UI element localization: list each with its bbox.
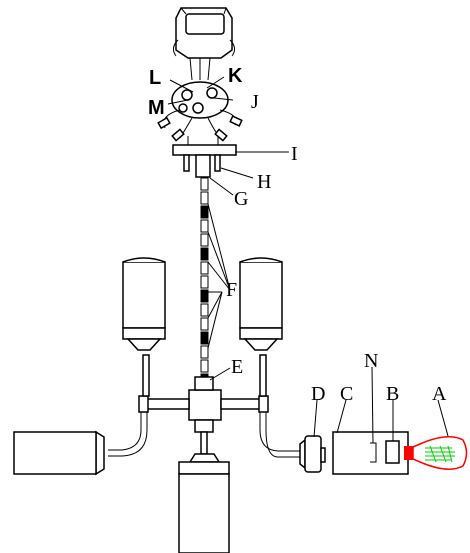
shade-lower-right xyxy=(259,412,409,475)
label-f: F xyxy=(226,279,237,301)
shade-upper-left xyxy=(122,257,166,351)
shade-upper-right xyxy=(239,257,283,351)
chain-link xyxy=(200,275,209,289)
leader-lines xyxy=(167,76,449,444)
label-i: I xyxy=(291,143,298,165)
shade-bottom xyxy=(178,453,230,553)
chain-link xyxy=(200,345,209,359)
chain-links xyxy=(200,177,209,387)
label-c: C xyxy=(340,383,353,405)
label-h: H xyxy=(257,171,271,193)
chain-link xyxy=(200,177,209,191)
label-n: N xyxy=(364,350,378,372)
chain-link xyxy=(200,219,209,233)
label-a: A xyxy=(432,383,447,405)
chain-link xyxy=(200,289,209,303)
label-m: M xyxy=(148,97,165,119)
chain-link xyxy=(200,205,209,219)
wire-connectors xyxy=(157,81,243,142)
chain-link xyxy=(200,191,209,205)
callout-labels: A B C D E F G H I J K L M N xyxy=(148,65,447,405)
shade-lower-left xyxy=(13,412,148,476)
chain-link xyxy=(200,359,209,373)
label-d: D xyxy=(311,383,325,405)
chain-link xyxy=(200,261,209,275)
chain-link xyxy=(200,247,209,261)
light-bulb xyxy=(404,436,468,470)
label-e: E xyxy=(231,356,243,378)
label-k: K xyxy=(228,65,243,87)
label-j: J xyxy=(251,91,259,113)
mounting-crossbar xyxy=(172,136,237,178)
chain-link xyxy=(200,303,209,317)
label-l: L xyxy=(149,67,161,89)
chain-link xyxy=(200,317,209,331)
chain-link xyxy=(200,331,209,345)
junction-box xyxy=(172,7,236,81)
label-b: B xyxy=(386,383,399,405)
center-hub xyxy=(138,354,269,455)
label-g: G xyxy=(234,188,248,210)
chain-link xyxy=(200,233,209,247)
